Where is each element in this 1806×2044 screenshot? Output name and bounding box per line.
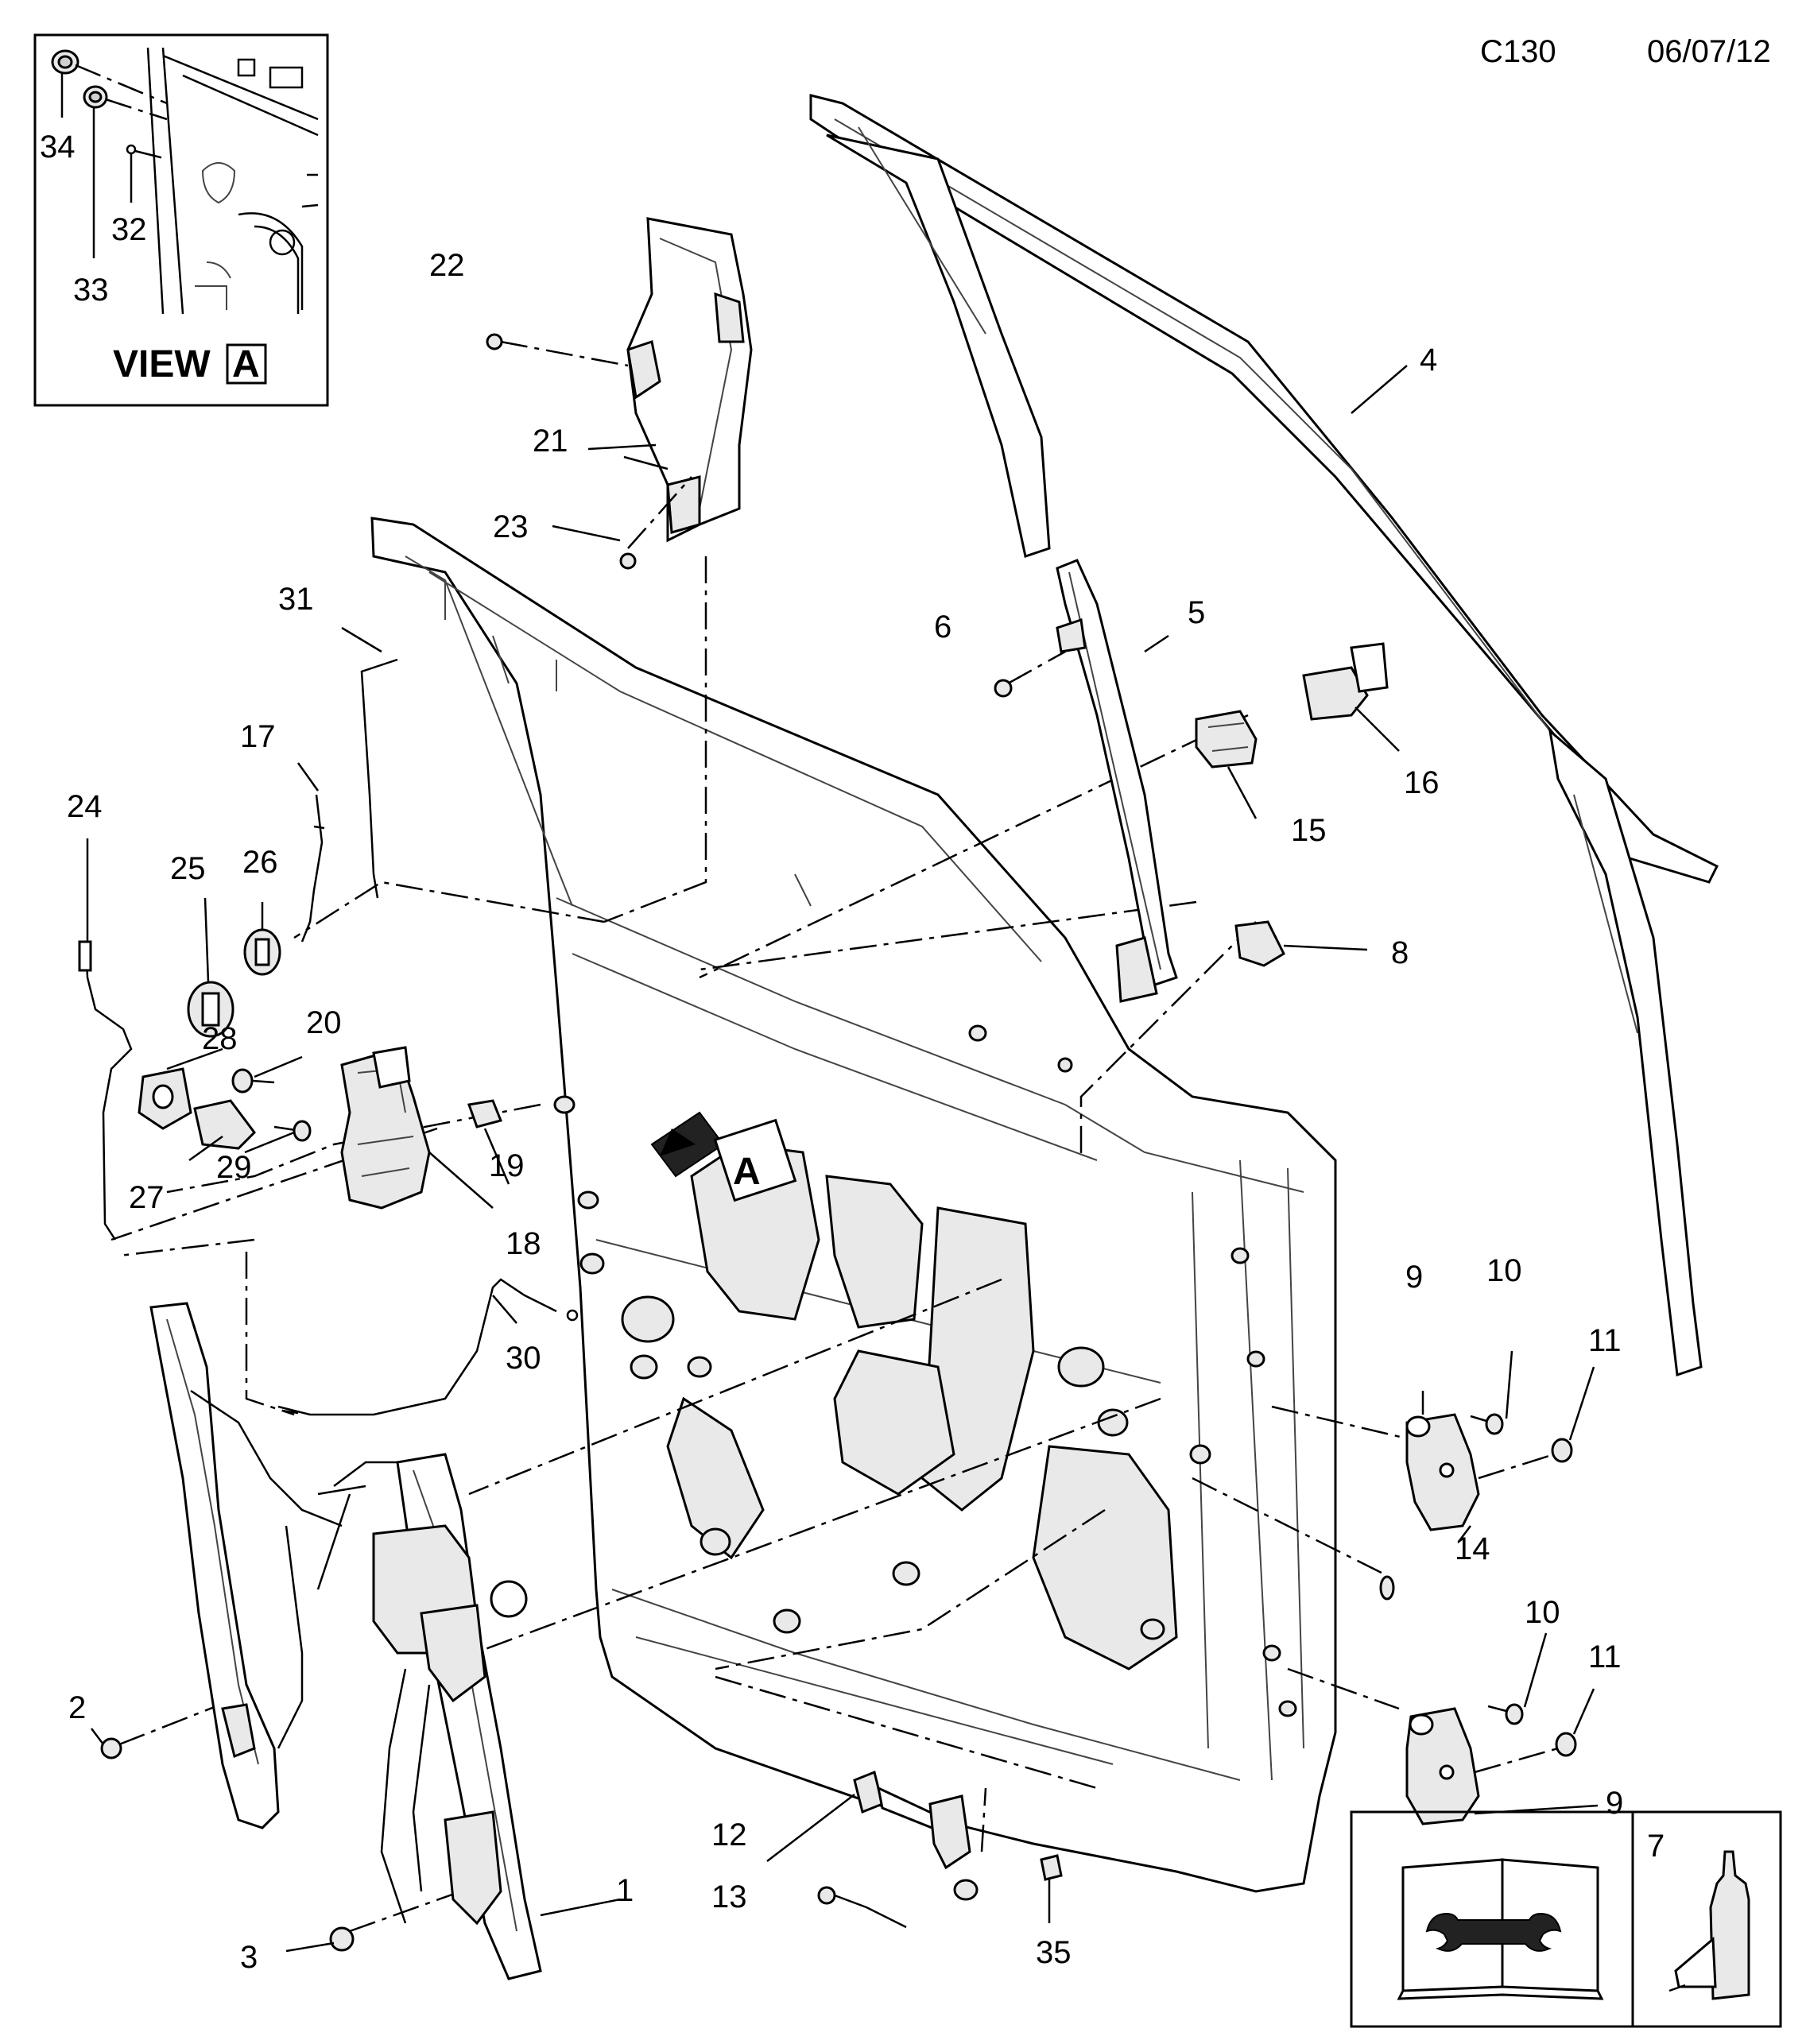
part-9a-upper-hinge (1405, 1413, 1480, 1531)
callout-35: 35 (1036, 1935, 1072, 1970)
detail-marker-a: A (650, 1111, 797, 1202)
bolt-11a-icon (1478, 1438, 1573, 1480)
part-19-connector (467, 1099, 503, 1128)
part-28-bracket (138, 1067, 192, 1130)
view-a-inset: 34 32 33 VIEW A (33, 33, 329, 407)
screw-29-icon (273, 1120, 312, 1142)
part-12-door-check (853, 1770, 979, 1901)
callout-34: 34 (40, 130, 76, 165)
callout-5: 5 (1188, 595, 1205, 630)
callout-14: 14 (1455, 1531, 1490, 1566)
callout-19: 19 (489, 1148, 525, 1183)
part-35-clip (1040, 1854, 1063, 1881)
screw-23-icon (619, 476, 692, 570)
view-a-door-fragment (146, 47, 319, 315)
part-21-bracket (626, 217, 753, 543)
part-9b-lower-hinge (1405, 1707, 1480, 1825)
clip-8-icon (1234, 920, 1285, 967)
callout-25: 25 (170, 851, 206, 886)
nut-2-icon (100, 1699, 231, 1759)
bolt-13-icon (817, 1886, 907, 1929)
bolt-11b-icon (1474, 1732, 1577, 1774)
clip-15-icon (1195, 710, 1258, 768)
adhesive-bottle-icon (1668, 1850, 1750, 2000)
part-18-door-lock (340, 1046, 431, 1210)
legend-frame (1350, 1810, 1782, 2028)
callout-30: 30 (506, 1341, 541, 1376)
detail-marker-letter: A (733, 1151, 761, 1193)
callout-17: 17 (240, 719, 276, 754)
callout-labels: 22 21 23 31 4 6 5 16 15 8 17 24 25 26 20… (67, 248, 1623, 1975)
callout-32: 32 (111, 212, 147, 247)
part-30-cable (277, 1278, 579, 1416)
callout-16: 16 (1404, 765, 1440, 800)
diagram-code: C130 (1480, 34, 1556, 69)
view-a-letter: A (232, 343, 260, 385)
fasteners (100, 333, 1577, 1952)
view-a-frame (33, 33, 329, 407)
callout-12: 12 (711, 1818, 747, 1852)
part-5-window-channel (1056, 559, 1178, 1003)
callout-33: 33 (73, 273, 109, 308)
door-inner-panel: A (370, 517, 1337, 1893)
part-31-rod (360, 658, 398, 899)
book-wrench-icon (1397, 1858, 1604, 2000)
callout-21: 21 (533, 424, 568, 459)
part-4-window-frame-seal (809, 94, 1719, 1377)
callout-8: 8 (1391, 935, 1409, 970)
diagram-date: 06/07/12 (1647, 34, 1771, 69)
callout-9a: 9 (1405, 1260, 1423, 1295)
callout-10b: 10 (1525, 1595, 1560, 1630)
callout-24: 24 (67, 789, 103, 824)
callout-1: 1 (616, 1873, 634, 1908)
view-a-letter-box (226, 343, 267, 385)
pin-32-icon (126, 144, 137, 155)
screw-6-icon (994, 650, 1066, 698)
callout-11b: 11 (1588, 1639, 1622, 1674)
callout-20: 20 (306, 1005, 342, 1040)
part-26-grommet (243, 928, 281, 976)
callout-10a: 10 (1486, 1253, 1522, 1288)
callout-11a: 11 (1588, 1323, 1622, 1358)
callout-9b: 9 (1606, 1786, 1623, 1821)
callout-4: 4 (1420, 343, 1437, 377)
bolt-10b-icon (1487, 1703, 1524, 1725)
callout-26: 26 (242, 845, 278, 880)
screw-20-icon (231, 1068, 275, 1094)
callout-22: 22 (429, 248, 465, 283)
callout-2: 2 (68, 1690, 86, 1725)
part-24-cable (78, 940, 133, 1241)
callout-15: 15 (1291, 813, 1327, 848)
stud-14-icon (1379, 1575, 1395, 1601)
view-a-title: VIEW (113, 343, 211, 385)
callout-31: 31 (278, 582, 314, 617)
callout-18: 18 (506, 1226, 541, 1261)
part-17-rod (300, 794, 325, 943)
callout-leaders (86, 365, 1599, 1953)
view-a-fasteners (51, 49, 168, 258)
bolt-10a-icon (1470, 1413, 1504, 1435)
callout-23: 23 (493, 509, 529, 544)
callout-27: 27 (129, 1180, 165, 1215)
callout-28: 28 (202, 1021, 238, 1056)
legend-box: 7 (1350, 1810, 1782, 2028)
nut-3-icon (329, 1890, 462, 1952)
part-27-bracket (193, 1099, 256, 1150)
callout-6: 6 (934, 610, 951, 645)
part-25-grommet (187, 981, 234, 1038)
callout-3: 3 (240, 1940, 258, 1975)
screw-22-icon (486, 333, 629, 367)
legend-adhesive-label: 7 (1647, 1829, 1665, 1864)
assembly-leader-lines (110, 556, 1408, 1852)
part-1-window-regulator (149, 1302, 542, 1980)
clip-16-icon (1302, 642, 1389, 721)
callout-13: 13 (711, 1879, 747, 1914)
callout-29: 29 (216, 1150, 252, 1185)
